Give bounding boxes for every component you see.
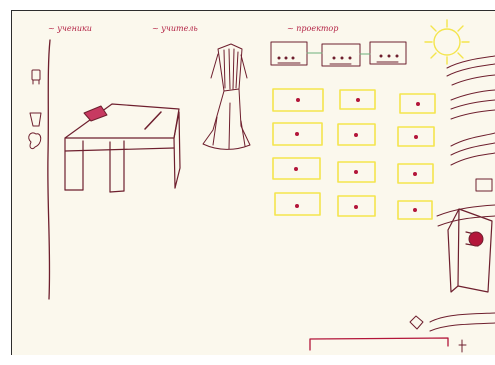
top-projector-boxes <box>271 42 406 66</box>
desk-red-marks <box>294 98 420 212</box>
student-desks-yellow <box>273 89 435 219</box>
right-edge-shelves <box>437 56 495 226</box>
left-wall-line <box>48 40 50 299</box>
desk-book <box>84 106 107 121</box>
teacher-figure <box>203 44 250 149</box>
teacher-desk <box>65 104 180 192</box>
left-chair-icons <box>29 70 41 149</box>
bottom-red-bar <box>310 338 448 350</box>
corner-locker <box>448 209 492 292</box>
red-knob <box>469 232 483 246</box>
bottom-right-items <box>410 313 495 352</box>
sun-icon <box>425 20 469 64</box>
projector-dots <box>278 55 399 60</box>
